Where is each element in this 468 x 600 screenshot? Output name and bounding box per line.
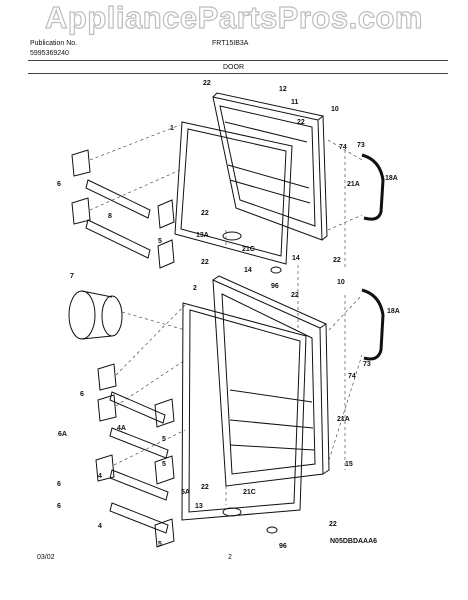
watermark-logo: AppliancePartsPros.com <box>44 0 423 36</box>
callout: 4A <box>117 425 126 432</box>
callout: 22 <box>201 484 209 491</box>
callout: 15 <box>345 461 353 468</box>
assembly-leaders <box>89 124 363 505</box>
footer-page: 2 <box>228 554 232 561</box>
callout: 96 <box>271 283 279 290</box>
callout: 5 <box>162 436 166 443</box>
callout-labels: 22 12 11 1 10 22 74 73 21A 18A 6 8 5 22 … <box>57 80 400 550</box>
callout: 5A <box>181 489 190 496</box>
callout: 21C <box>242 246 255 253</box>
callout: 7 <box>70 273 74 280</box>
left-shelf-brackets <box>71 149 117 482</box>
callout: 96 <box>279 543 287 550</box>
butter-dish <box>68 290 123 340</box>
callout: 22 <box>291 292 299 299</box>
callout: 21A <box>347 181 360 188</box>
callout: 10 <box>331 106 339 113</box>
fresh-food-door-panel <box>212 275 330 487</box>
publication-label: Publication No. <box>30 40 78 47</box>
publication-number: 5995369240 <box>30 50 69 57</box>
callout: 12 <box>279 86 287 93</box>
freezer-door-panel <box>212 92 328 241</box>
callout: 21C <box>243 489 256 496</box>
callout: 74 <box>348 373 356 380</box>
callout: 22 <box>201 259 209 266</box>
callout: 22 <box>329 521 337 528</box>
freezer-door-gasket <box>174 121 293 265</box>
hinge-cap-96-top <box>270 266 282 274</box>
callout: 14 <box>292 255 300 262</box>
section-rule <box>28 73 448 74</box>
door-shelf-bars <box>85 179 169 534</box>
fresh-food-door-gasket <box>181 302 307 521</box>
callout: 5 <box>158 541 162 548</box>
callout: 21A <box>337 416 350 423</box>
hinge-13a <box>222 231 242 241</box>
header-rule <box>28 60 448 61</box>
callout: 22 <box>203 80 211 87</box>
callout: 5 <box>162 461 166 468</box>
section-title: DOOR <box>223 64 244 71</box>
callout: 8 <box>108 213 112 220</box>
callout: 22 <box>333 257 341 264</box>
callout: 13A <box>196 232 209 239</box>
callout: 6A <box>58 431 67 438</box>
callout: 73 <box>357 142 365 149</box>
callout: 6 <box>80 391 84 398</box>
right-shelf-brackets <box>154 199 175 548</box>
callout: 1 <box>170 125 174 132</box>
callout: 10 <box>337 279 345 286</box>
callout: 6 <box>57 481 61 488</box>
callout: 18A <box>385 175 398 182</box>
fresh-food-handle <box>361 288 385 361</box>
callout: 5 <box>158 238 162 245</box>
callout: 4 <box>98 473 102 480</box>
drawing-code: N05DBDAAA6 <box>330 538 378 545</box>
callout: 73 <box>363 361 371 368</box>
callout: 22 <box>297 119 305 126</box>
callout: 4 <box>98 523 102 530</box>
footer-date: 03/02 <box>37 554 55 561</box>
callout: 2 <box>193 285 197 292</box>
callout: 22 <box>201 210 209 217</box>
model-number: FRT15IB3A <box>212 40 249 47</box>
freezer-handle <box>361 153 385 221</box>
hinge-cap-96-bottom <box>266 526 278 534</box>
callout: 18A <box>387 308 400 315</box>
hinge-13 <box>222 507 242 517</box>
callout: 6 <box>57 503 61 510</box>
callout: 14 <box>244 267 252 274</box>
callout: 6 <box>57 181 61 188</box>
callout: 13 <box>195 503 203 510</box>
callout: 74 <box>339 144 347 151</box>
callout: 11 <box>291 99 299 106</box>
